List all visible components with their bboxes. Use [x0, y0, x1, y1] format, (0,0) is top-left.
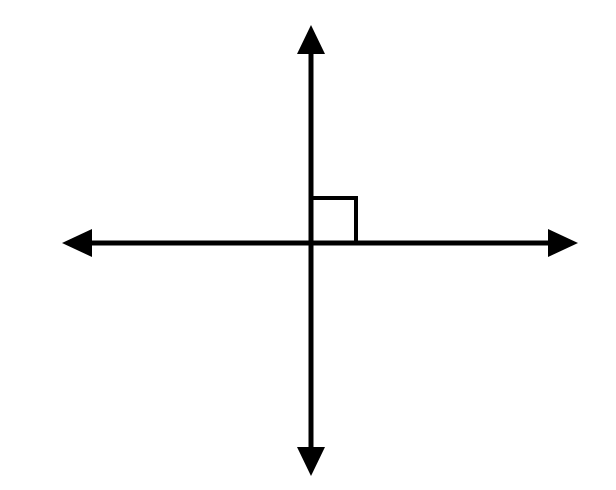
- right-arrowhead: [548, 229, 578, 257]
- left-arrowhead: [62, 229, 92, 257]
- top-arrowhead: [297, 25, 325, 54]
- right-angle-marker: [313, 196, 358, 241]
- bottom-arrowhead: [297, 447, 325, 476]
